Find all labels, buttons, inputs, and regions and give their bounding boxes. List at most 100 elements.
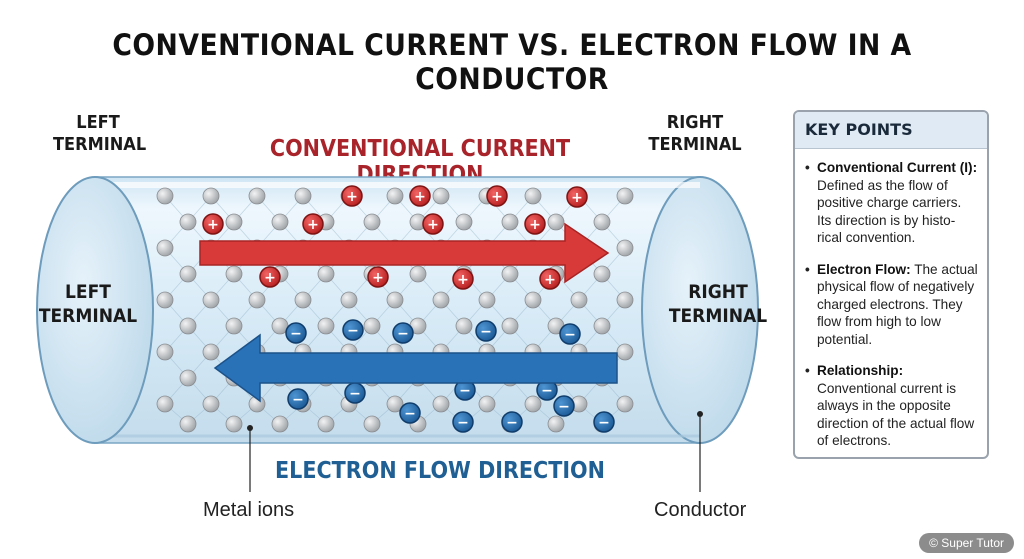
electrons-group: −−−−−−−−−−−−−−: [285, 319, 615, 433]
right-terminal-top-label: RIGHT TERMINAL: [646, 112, 745, 156]
metal-ion: [225, 213, 243, 231]
page-title: CONVENTIONAL CURRENT VS. ELECTRON FLOW I…: [112, 28, 912, 96]
metal-ion: [156, 187, 174, 205]
right-terminal-end-line1: RIGHT: [688, 281, 748, 303]
metal-ion: [616, 343, 634, 361]
electron: [553, 395, 575, 417]
metal-ion: [156, 395, 174, 413]
key-point-relationship: Relationship: Conventional current is al…: [805, 362, 979, 450]
metal-ion: [386, 291, 404, 309]
metal-ion: [478, 395, 496, 413]
metal-ion: [593, 317, 611, 335]
positive-charge-symbol: +: [529, 217, 541, 233]
electron: [475, 320, 497, 342]
metal-ion: [363, 213, 381, 231]
positive-charge: [202, 213, 224, 235]
metal-ion: [524, 395, 542, 413]
electron-symbol: −: [457, 415, 469, 431]
metal-ion: [271, 415, 289, 433]
metal-ion: [616, 291, 634, 309]
watermark-badge: © Super Tutor: [919, 533, 1014, 553]
metal-ion: [179, 415, 197, 433]
left-terminal-end-line1: LEFT: [65, 281, 111, 303]
metal-ion: [570, 291, 588, 309]
electron-symbol: −: [459, 383, 471, 399]
key-points-panel: KEY POINTS Conventional Current (I): Def…: [793, 110, 989, 459]
metal-ion: [340, 291, 358, 309]
positive-charge: [367, 266, 389, 288]
metal-ion: [202, 343, 220, 361]
metal-ion: [202, 395, 220, 413]
electron-symbol: −: [349, 386, 361, 402]
metal-ion: [294, 187, 312, 205]
electron-symbol: −: [347, 323, 359, 339]
positive-charge: [566, 186, 588, 208]
metal-ion: [547, 415, 565, 433]
electron: [559, 323, 581, 345]
positive-charge-symbol: +: [372, 270, 384, 286]
electron: [501, 411, 523, 433]
metal-ion: [455, 213, 473, 231]
positive-charge: [539, 268, 561, 290]
metal-ion: [432, 395, 450, 413]
metal-ion: [202, 291, 220, 309]
right-terminal-end-line2: TERMINAL: [668, 305, 768, 327]
metal-ion: [386, 187, 404, 205]
key-point-electron-flow: Electron Flow: The actual physical flow …: [805, 261, 979, 349]
left-terminal-top-label: LEFT TERMINAL: [53, 112, 147, 156]
positive-charge-symbol: +: [491, 189, 503, 205]
right-terminal-top-line2: TERMINAL: [648, 134, 742, 155]
right-terminal-end-label: RIGHT TERMINAL: [664, 280, 772, 328]
electron: [593, 411, 615, 433]
positive-charge: [302, 213, 324, 235]
metal-ion: [179, 213, 197, 231]
key-points-heading: KEY POINTS: [795, 112, 987, 149]
left-terminal-end-label: LEFT TERMINAL: [34, 280, 142, 328]
metal-ion: [156, 291, 174, 309]
metal-ion: [179, 265, 197, 283]
metal-ion: [156, 239, 174, 257]
electron: [342, 319, 364, 341]
metal-ion: [501, 213, 519, 231]
metal-ion: [248, 291, 266, 309]
electron: [399, 402, 421, 424]
electron-symbol: −: [564, 327, 576, 343]
right-terminal-top-line1: RIGHT: [666, 112, 724, 133]
positive-charge: [259, 266, 281, 288]
key-point-text: Defined as the flow of positive charge c…: [817, 177, 962, 246]
metal-ion: [225, 415, 243, 433]
key-points-list: Conventional Current (I): Defined as the…: [795, 149, 987, 450]
electron: [285, 322, 307, 344]
metal-ion: [501, 265, 519, 283]
left-terminal-top-line2: TERMINAL: [53, 134, 147, 155]
metal-ion: [524, 291, 542, 309]
electron-flow-arrow: [213, 333, 618, 403]
key-point-text: Conventional current is always in the op…: [817, 380, 975, 449]
metal-ion: [317, 265, 335, 283]
metal-ions-caption: Metal ions: [203, 499, 295, 521]
metal-ion: [432, 187, 450, 205]
metal-ion: [156, 343, 174, 361]
metal-ion: [547, 213, 565, 231]
positive-charge: [422, 213, 444, 235]
key-point-term: Relationship:: [817, 363, 904, 378]
positive-charge-symbol: +: [414, 189, 426, 205]
electron-symbol: −: [290, 326, 302, 342]
positive-charge-symbol: +: [457, 272, 469, 288]
key-point-conventional: Conventional Current (I): Defined as the…: [805, 159, 979, 247]
metal-ion: [179, 317, 197, 335]
electron-symbol: −: [506, 415, 518, 431]
left-end-cap: [36, 176, 154, 444]
metal-ion: [616, 187, 634, 205]
metal-ion: [593, 213, 611, 231]
metal-ion: [225, 265, 243, 283]
metal-ion: [455, 317, 473, 335]
metal-ion: [202, 187, 220, 205]
metal-ion: [593, 265, 611, 283]
electron: [392, 322, 414, 344]
positive-charge: [341, 185, 363, 207]
metal-ion: [363, 415, 381, 433]
metal-ion: [616, 239, 634, 257]
metal-ion: [317, 317, 335, 335]
positive-charge-symbol: +: [427, 217, 439, 233]
